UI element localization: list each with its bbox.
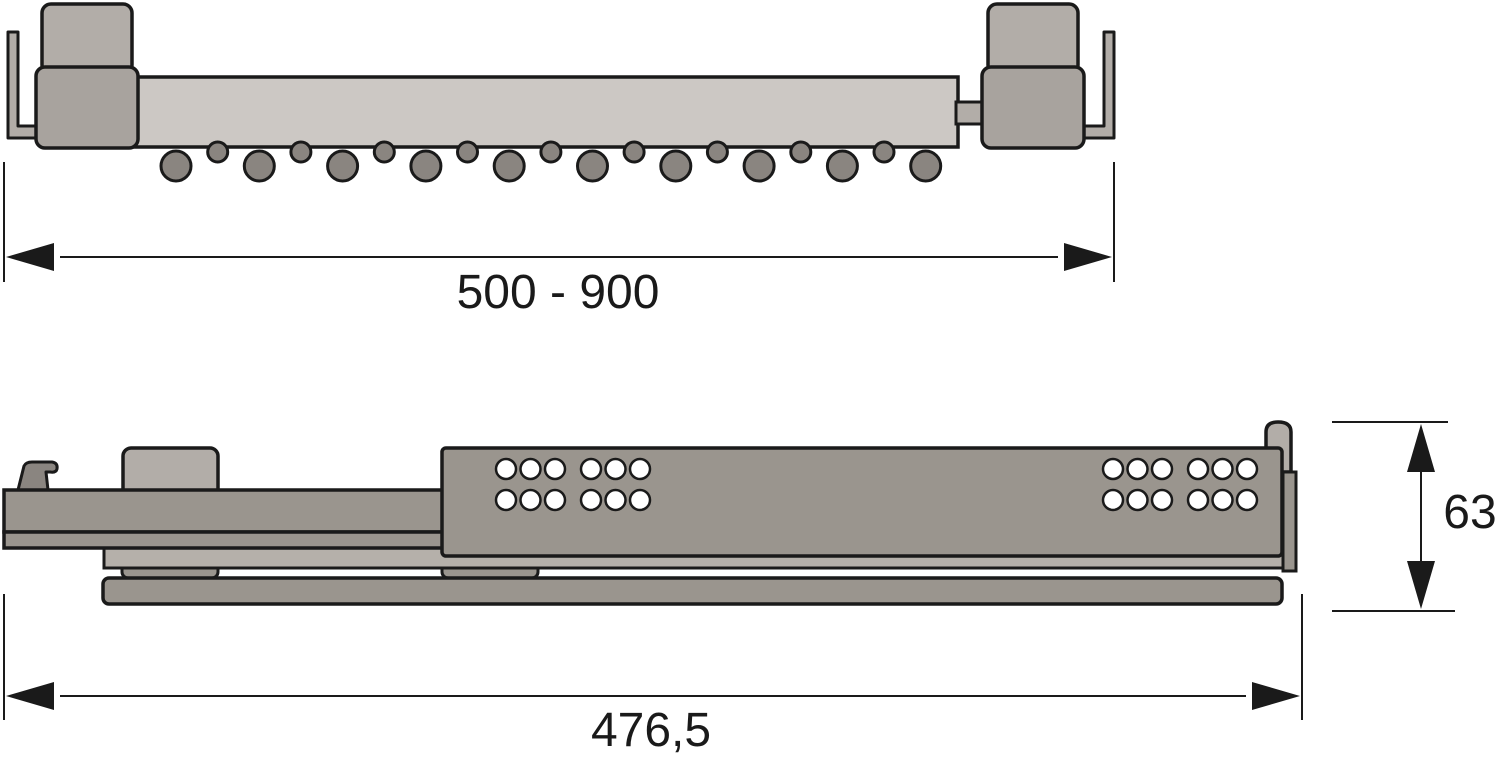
left-end-cap [34, 65, 140, 150]
outer-rail-upper [2, 488, 446, 534]
spacer-ball [289, 140, 313, 164]
carriage-hole [1235, 457, 1259, 481]
spacer-ball [705, 140, 729, 164]
spacer-ball [372, 140, 396, 164]
carriage-hole [1150, 457, 1174, 481]
length-dimension: 476,5 [3, 594, 1303, 757]
length-arrow-right [1252, 682, 1300, 710]
hanger-ball [909, 149, 943, 183]
carriage-hole [1101, 488, 1125, 512]
carriage-hole [1186, 488, 1210, 512]
carriage-hole [1101, 457, 1125, 481]
height-dimension: 63 [1332, 421, 1497, 612]
width-label: 500 - 900 [457, 266, 660, 319]
carriage-hole [543, 488, 567, 512]
carriage-hole [604, 457, 627, 481]
right-connector [954, 100, 986, 126]
height-arrow-top [1407, 424, 1435, 472]
hanger-ball [326, 149, 360, 183]
spacer-ball [456, 140, 479, 164]
hanger-ball [409, 149, 443, 183]
height-label: 63 [1443, 486, 1496, 539]
main-bar [118, 75, 960, 149]
carriage-hole [1150, 488, 1174, 512]
width-arrow-left [6, 243, 54, 271]
carriage-hole [1211, 488, 1234, 512]
base-rail [101, 576, 1284, 606]
carriage-hole [1126, 488, 1149, 512]
hanger-ball [742, 149, 776, 183]
spacer-ball [789, 140, 813, 164]
height-arrow-bottom [1407, 561, 1435, 609]
hanger-ball [576, 149, 609, 183]
carriage-hole [543, 457, 567, 481]
spacer-ball [539, 140, 563, 164]
spacer-ball [872, 140, 896, 164]
carriage-hole [604, 488, 627, 512]
top-view: 500 - 900 [3, 2, 1116, 319]
right-end-cap [980, 65, 1086, 150]
hanger-ball [159, 149, 193, 183]
width-dimension: 500 - 900 [3, 162, 1115, 319]
carriage-hole [1235, 488, 1259, 512]
carriage-body [440, 446, 1284, 558]
width-arrow-right [1064, 243, 1112, 271]
hanger-ball [242, 149, 276, 183]
carriage-hole [494, 457, 518, 481]
front-clip [16, 460, 59, 492]
hanger-ball [825, 149, 859, 183]
hanger-ball [659, 149, 693, 183]
carriage-hole [628, 488, 652, 512]
spacer-ball [206, 140, 230, 164]
side-view: 476,5 63 [2, 420, 1497, 757]
right-mount-hook [1082, 30, 1116, 140]
hanger-ball [492, 149, 526, 183]
carriage-hole [494, 488, 518, 512]
hanger-balls [159, 140, 943, 183]
right-end-cap-top [986, 2, 1080, 76]
carriage-hole [579, 457, 603, 481]
spacer-ball [622, 140, 646, 164]
left-end-cap-top [40, 2, 134, 76]
carriage-hole-groups [494, 457, 1259, 512]
carriage-hole [1186, 457, 1210, 481]
length-label: 476,5 [591, 704, 711, 757]
left-mount-hook [6, 30, 40, 140]
carriage-hole [1211, 457, 1234, 481]
carriage-hole [519, 457, 542, 481]
rear-end-plate [1281, 470, 1298, 573]
length-arrow-left [6, 682, 54, 710]
carriage-hole [628, 457, 652, 481]
carriage-hole [579, 488, 603, 512]
outer-rail-lower [2, 530, 446, 550]
carriage-hole [1126, 457, 1149, 481]
carriage-hole [519, 488, 542, 512]
